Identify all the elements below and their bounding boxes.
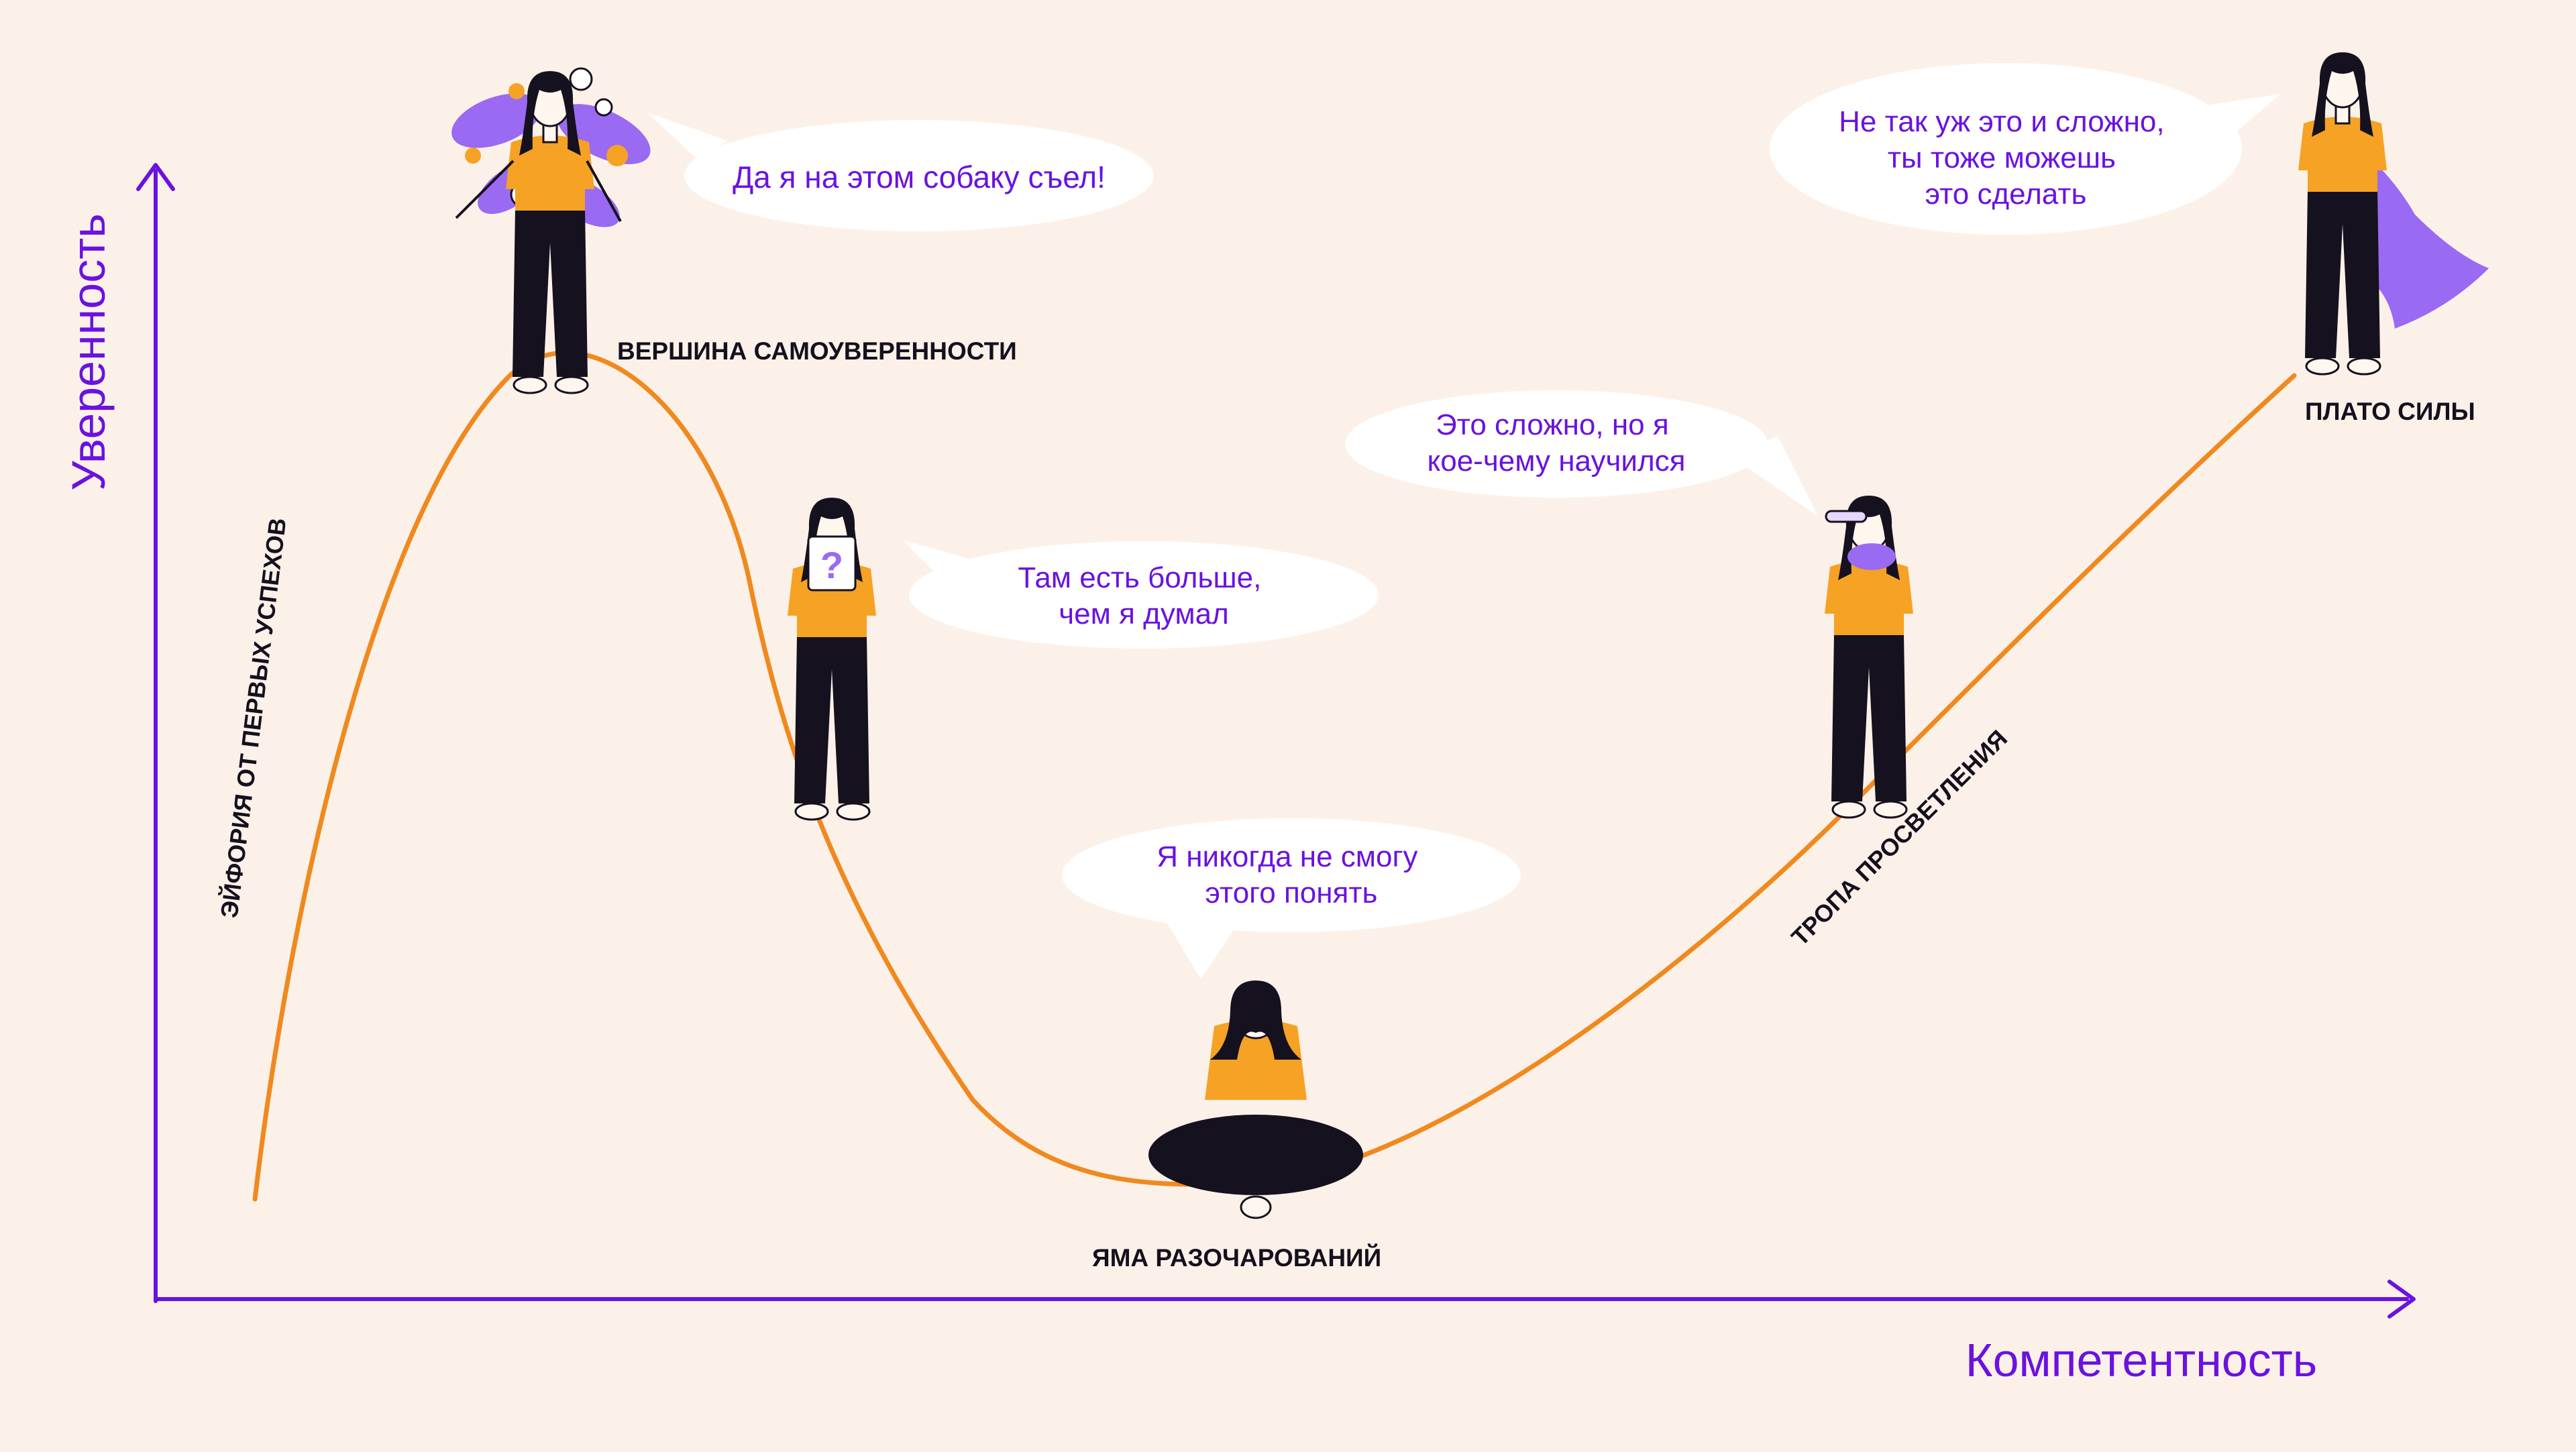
bubble-text-path: Это сложно, но я кое-чему научился xyxy=(1428,408,1686,478)
bubble-text-descent: Там есть больше, чем я думал xyxy=(1018,561,1269,630)
bubble-text-peak: Да я на этом собаку съел! xyxy=(733,160,1106,194)
speech-bubble-path: Это сложно, но я кое-чему научился xyxy=(1345,390,1818,516)
figure-peak xyxy=(451,67,651,394)
y-axis-arrowhead-icon xyxy=(136,163,175,191)
question-card-icon: ? xyxy=(807,535,857,592)
figure-pit xyxy=(1148,981,1363,1219)
speech-bubble-peak: Да я на этом собаку съел! xyxy=(647,113,1154,231)
svg-text:?: ? xyxy=(820,544,843,586)
figure-descent: ? xyxy=(786,496,877,821)
bubble-text-pit: Я никогда не смогу этого понять xyxy=(1157,840,1426,909)
y-axis-label: Уверенность xyxy=(62,213,115,491)
stage-label-pit: ЯМА РАЗОЧАРОВАНИЙ xyxy=(1092,1243,1381,1272)
speech-bubble-pit: Я никогда не смогу этого понять xyxy=(1062,818,1521,979)
axes: Уверенность Компетентность xyxy=(62,163,2416,1386)
x-axis-arrowhead-icon xyxy=(2387,1280,2416,1319)
figure-path xyxy=(1823,494,1915,819)
bubble-tail xyxy=(647,113,728,160)
bubble-text-plateau: Не так уж это и сложно, ты тоже можешь э… xyxy=(1839,105,2173,211)
figure-plateau xyxy=(2297,51,2489,376)
stage-label-plateau: ПЛАТО СИЛЫ xyxy=(2305,398,2475,425)
stage-label-peak: ВЕРШИНА САМОУВЕРЕННОСТИ xyxy=(617,337,1017,365)
x-axis-label: Компетентность xyxy=(1966,1334,2317,1386)
speech-bubble-plateau: Не так уж это и сложно, ты тоже можешь э… xyxy=(1770,63,2281,235)
speech-bubble-descent: Там есть больше, чем я думал xyxy=(902,540,1379,649)
stage-label-euphoria: ЭЙФОРИЯ ОТ ПЕРВЫХ УСПЕХОВ xyxy=(215,516,292,919)
